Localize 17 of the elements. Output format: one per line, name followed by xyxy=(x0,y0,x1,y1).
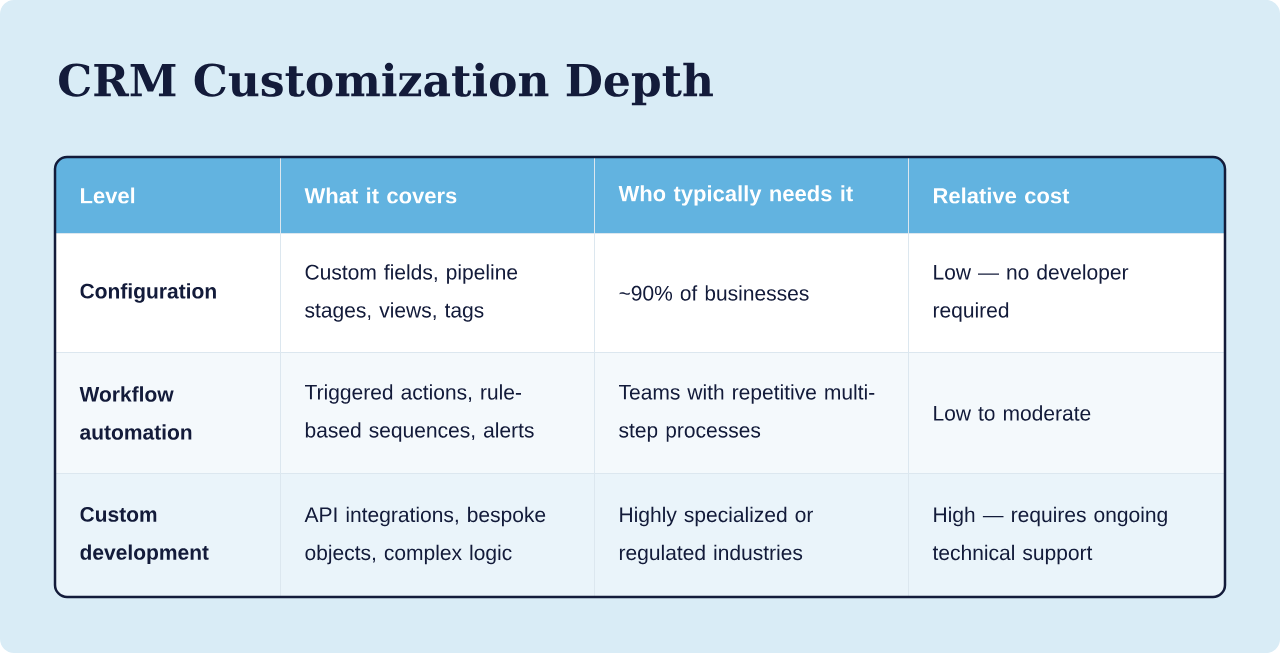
table-cell: High — requires ongoing technical support xyxy=(908,473,1225,597)
header-cell: Relative cost xyxy=(908,157,1225,234)
title: CRM Customization Depth xyxy=(59,62,713,106)
table-cell: Highly specialized or regulated industries xyxy=(594,473,909,597)
header-cell: Who typically needs it xyxy=(594,157,909,234)
table-cell: ~90% of businesses xyxy=(594,233,909,353)
table-cell: API integrations, bespoke objects, complex logic xyxy=(280,473,595,597)
table-cell: Low — no developer required xyxy=(908,233,1225,353)
table-cell: Low to moderate xyxy=(908,352,1225,474)
table-cell: Configuration xyxy=(55,233,281,353)
table-cell: Custom fields, pipeline stages, views, tags xyxy=(280,233,595,353)
table-cell: Custom development xyxy=(55,473,281,597)
header-cell: Level xyxy=(55,157,281,234)
table-cell: Triggered actions, rule-based sequences, alerts xyxy=(280,352,595,474)
table-cell: Teams with repetitive multi-step processes xyxy=(594,352,909,474)
table-cell: Workflow automation xyxy=(55,352,281,474)
header-cell: What it covers xyxy=(280,157,595,234)
